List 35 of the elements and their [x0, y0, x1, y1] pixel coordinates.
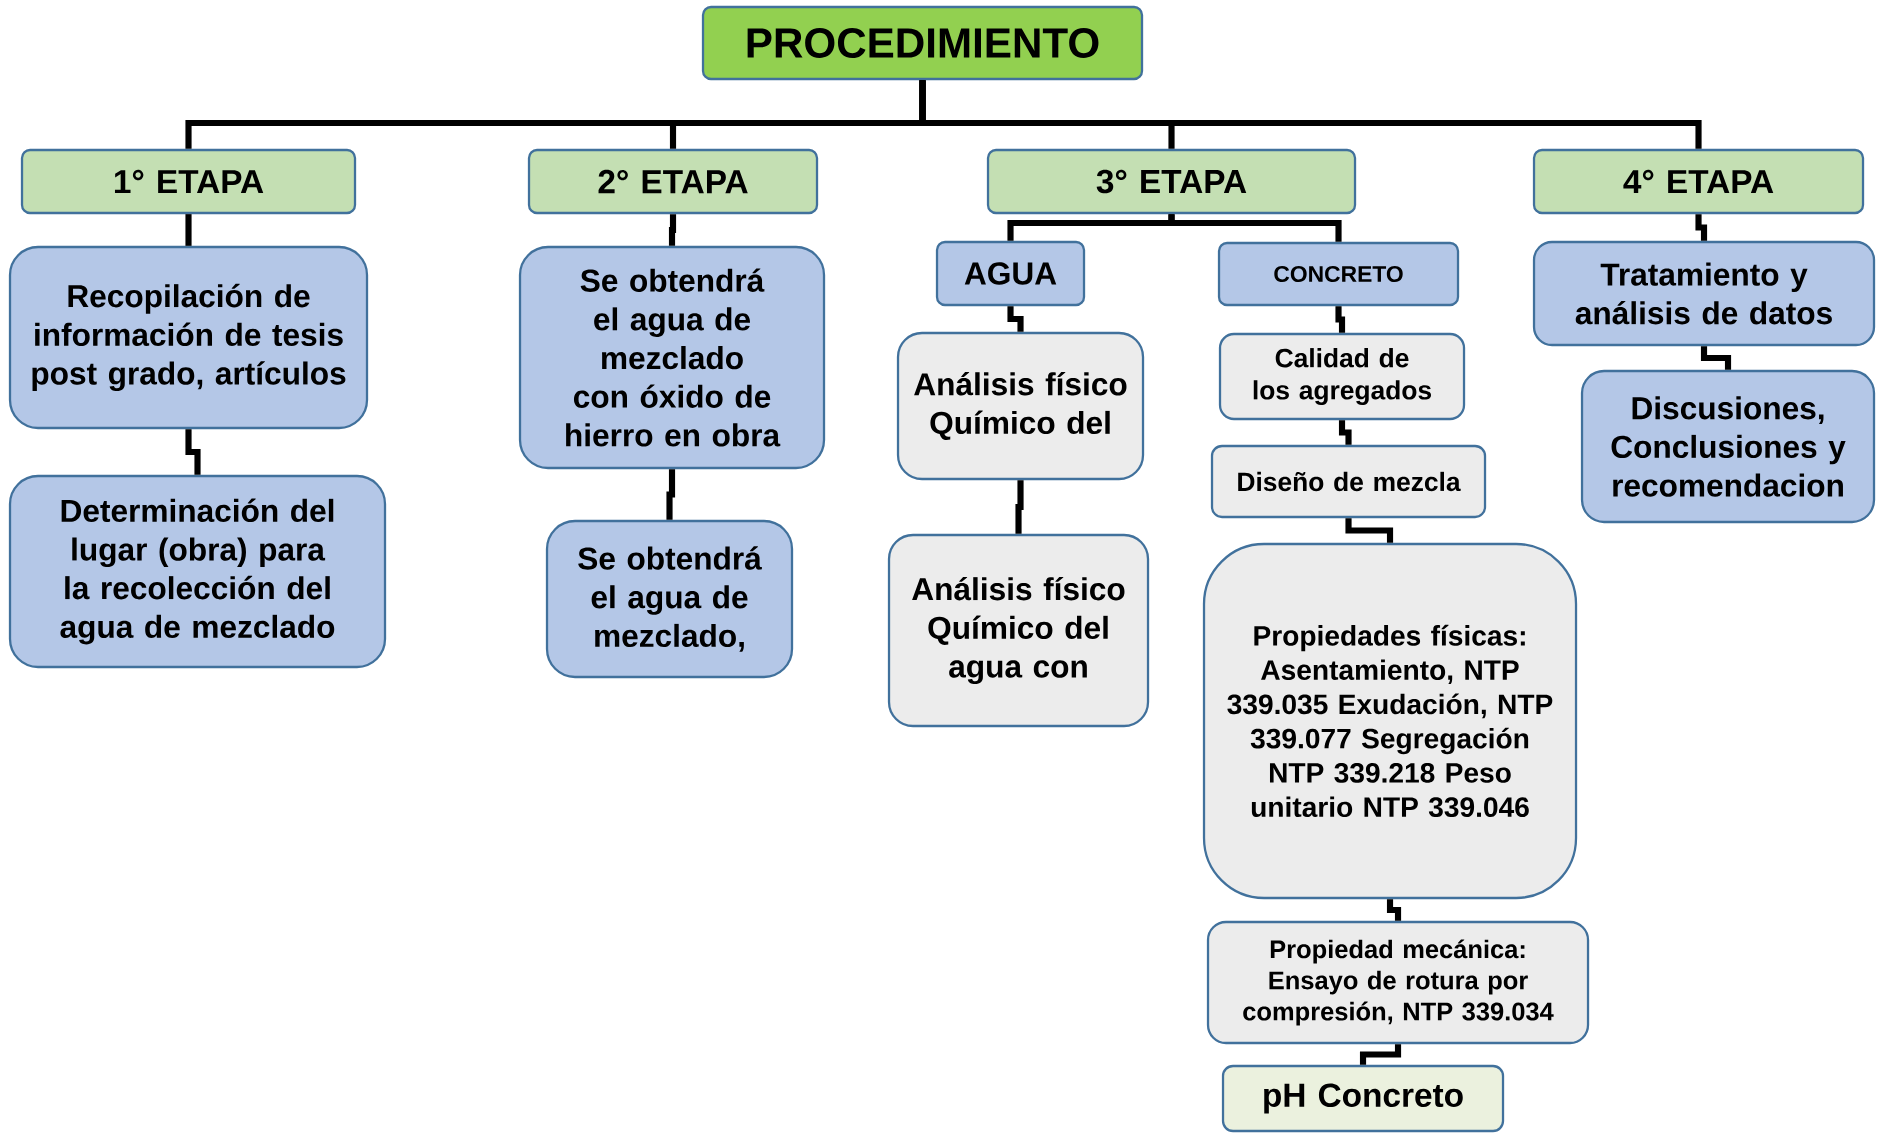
- stage-box: 4° ETAPA: [1532, 148, 1865, 215]
- process-box: Tratamiento y análisis de datos: [1532, 240, 1876, 347]
- connector-line: [1359, 1044, 1402, 1065]
- process-box: Análisis físico Químico del: [896, 331, 1145, 481]
- connector-line: [185, 429, 201, 475]
- stage-box: 3° ETAPA: [986, 148, 1357, 215]
- connector-line: [1007, 306, 1024, 332]
- connector-line: [1345, 518, 1394, 543]
- connector-line: [668, 214, 677, 246]
- stage-box: 1° ETAPA: [20, 148, 357, 215]
- connector-line: [1700, 346, 1732, 370]
- connector-line: [1386, 899, 1402, 921]
- connector-line: [1338, 420, 1352, 445]
- process-box: pH Concreto: [1221, 1064, 1505, 1133]
- connector-line: [1015, 480, 1024, 534]
- connector-line: [1168, 214, 1342, 242]
- process-box: Diseño de mezcla: [1210, 444, 1487, 519]
- process-box: Propiedad mecánica: Ensayo de rotura por compresión, NTP 339.034: [1206, 920, 1590, 1045]
- connector-line: [185, 214, 192, 246]
- process-box: Se obtendrá el agua de mezclado con óxido de hierro en obra: [518, 245, 826, 470]
- connector-line: [919, 80, 1702, 149]
- connector-line: [666, 469, 676, 520]
- title-box: PROCEDIMIENTO: [701, 5, 1144, 81]
- process-box: Discusiones, Conclusiones y recomendacion: [1580, 369, 1876, 524]
- connector-line: [1335, 306, 1346, 333]
- process-box: Recopilación de información de tesis post grado, artículos: [8, 245, 369, 430]
- process-box: Calidad de los agregados: [1218, 332, 1466, 421]
- connector-line: [1695, 214, 1708, 241]
- stage-box: 2° ETAPA: [527, 148, 819, 215]
- process-box: CONCRETO: [1217, 241, 1460, 307]
- process-box: Propiedades físicas: Asentamiento, NTP 339.035 Exudación, NTP 339.077 Segregación NTP 339.218 Peso unitario NTP 339.046: [1202, 542, 1578, 900]
- process-box: Análisis físico Químico del agua con: [887, 533, 1150, 728]
- process-box: AGUA: [935, 240, 1086, 307]
- process-box: Determinación del lugar (obra) para la recolección del agua de mezclado: [8, 474, 387, 669]
- process-box: Se obtendrá el agua de mezclado,: [545, 519, 794, 679]
